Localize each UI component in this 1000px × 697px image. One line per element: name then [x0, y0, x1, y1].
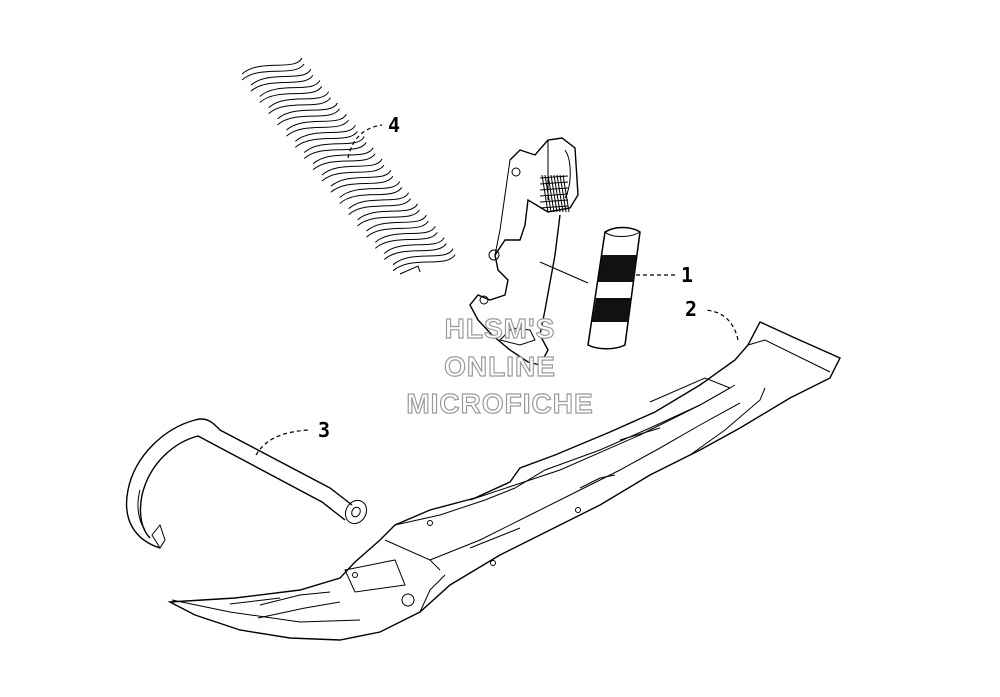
spring-coil: [348, 192, 412, 216]
knurl-line: [544, 174, 552, 213]
knurl-line: [550, 174, 558, 213]
wear-sleeve-part: [587, 226, 641, 350]
knurl-line: [539, 193, 569, 197]
spring-part: [241, 57, 456, 275]
spring-coil: [241, 57, 305, 81]
knurl-line: [539, 205, 569, 209]
spring-coil: [321, 158, 385, 182]
spring-coil: [312, 147, 376, 171]
watermark-line-2: ONLINE: [444, 351, 556, 382]
callout-4: 4: [388, 113, 400, 137]
knurl-line: [539, 175, 569, 179]
spindle-bracket-part: [469, 137, 589, 366]
leader-2: [705, 309, 739, 341]
spring-coil: [357, 203, 420, 227]
watermark: HLSM'S ONLINE MICROFICHE: [406, 312, 594, 419]
callout-1: 1: [681, 263, 693, 287]
spring-end: [399, 265, 421, 275]
spring-coil: [286, 113, 349, 137]
watermark-line-3: MICROFICHE: [406, 388, 593, 419]
ski-part: [167, 321, 841, 641]
ski-loop-part: [125, 418, 368, 549]
spring-coil: [392, 248, 456, 272]
spring-coil: [295, 125, 358, 148]
callout-2: 2: [685, 297, 697, 321]
knurl-line: [553, 174, 561, 213]
spring-coil: [259, 80, 323, 103]
leader-3: [255, 429, 309, 456]
spring-coil: [383, 237, 447, 260]
knurl-line: [556, 174, 564, 213]
leader-4: [347, 124, 383, 159]
spring-coil: [366, 214, 429, 238]
spring-coil: [330, 169, 394, 193]
knurl-line: [547, 174, 555, 213]
knurl-line: [541, 174, 549, 213]
spring-coil: [268, 91, 332, 115]
knurl-line: [539, 181, 569, 185]
knurl-line: [562, 174, 570, 213]
knurl-line: [539, 187, 569, 191]
spring-coil: [277, 102, 340, 126]
knurl-line: [539, 199, 569, 203]
watermark-line-1: HLSM'S: [445, 313, 556, 344]
spring-coil: [375, 226, 438, 249]
spring-coil: [339, 181, 403, 204]
spring-coil: [250, 68, 314, 92]
spring-coil: [303, 136, 367, 159]
knurled-detail: [539, 174, 570, 213]
callout-3: 3: [318, 418, 330, 442]
